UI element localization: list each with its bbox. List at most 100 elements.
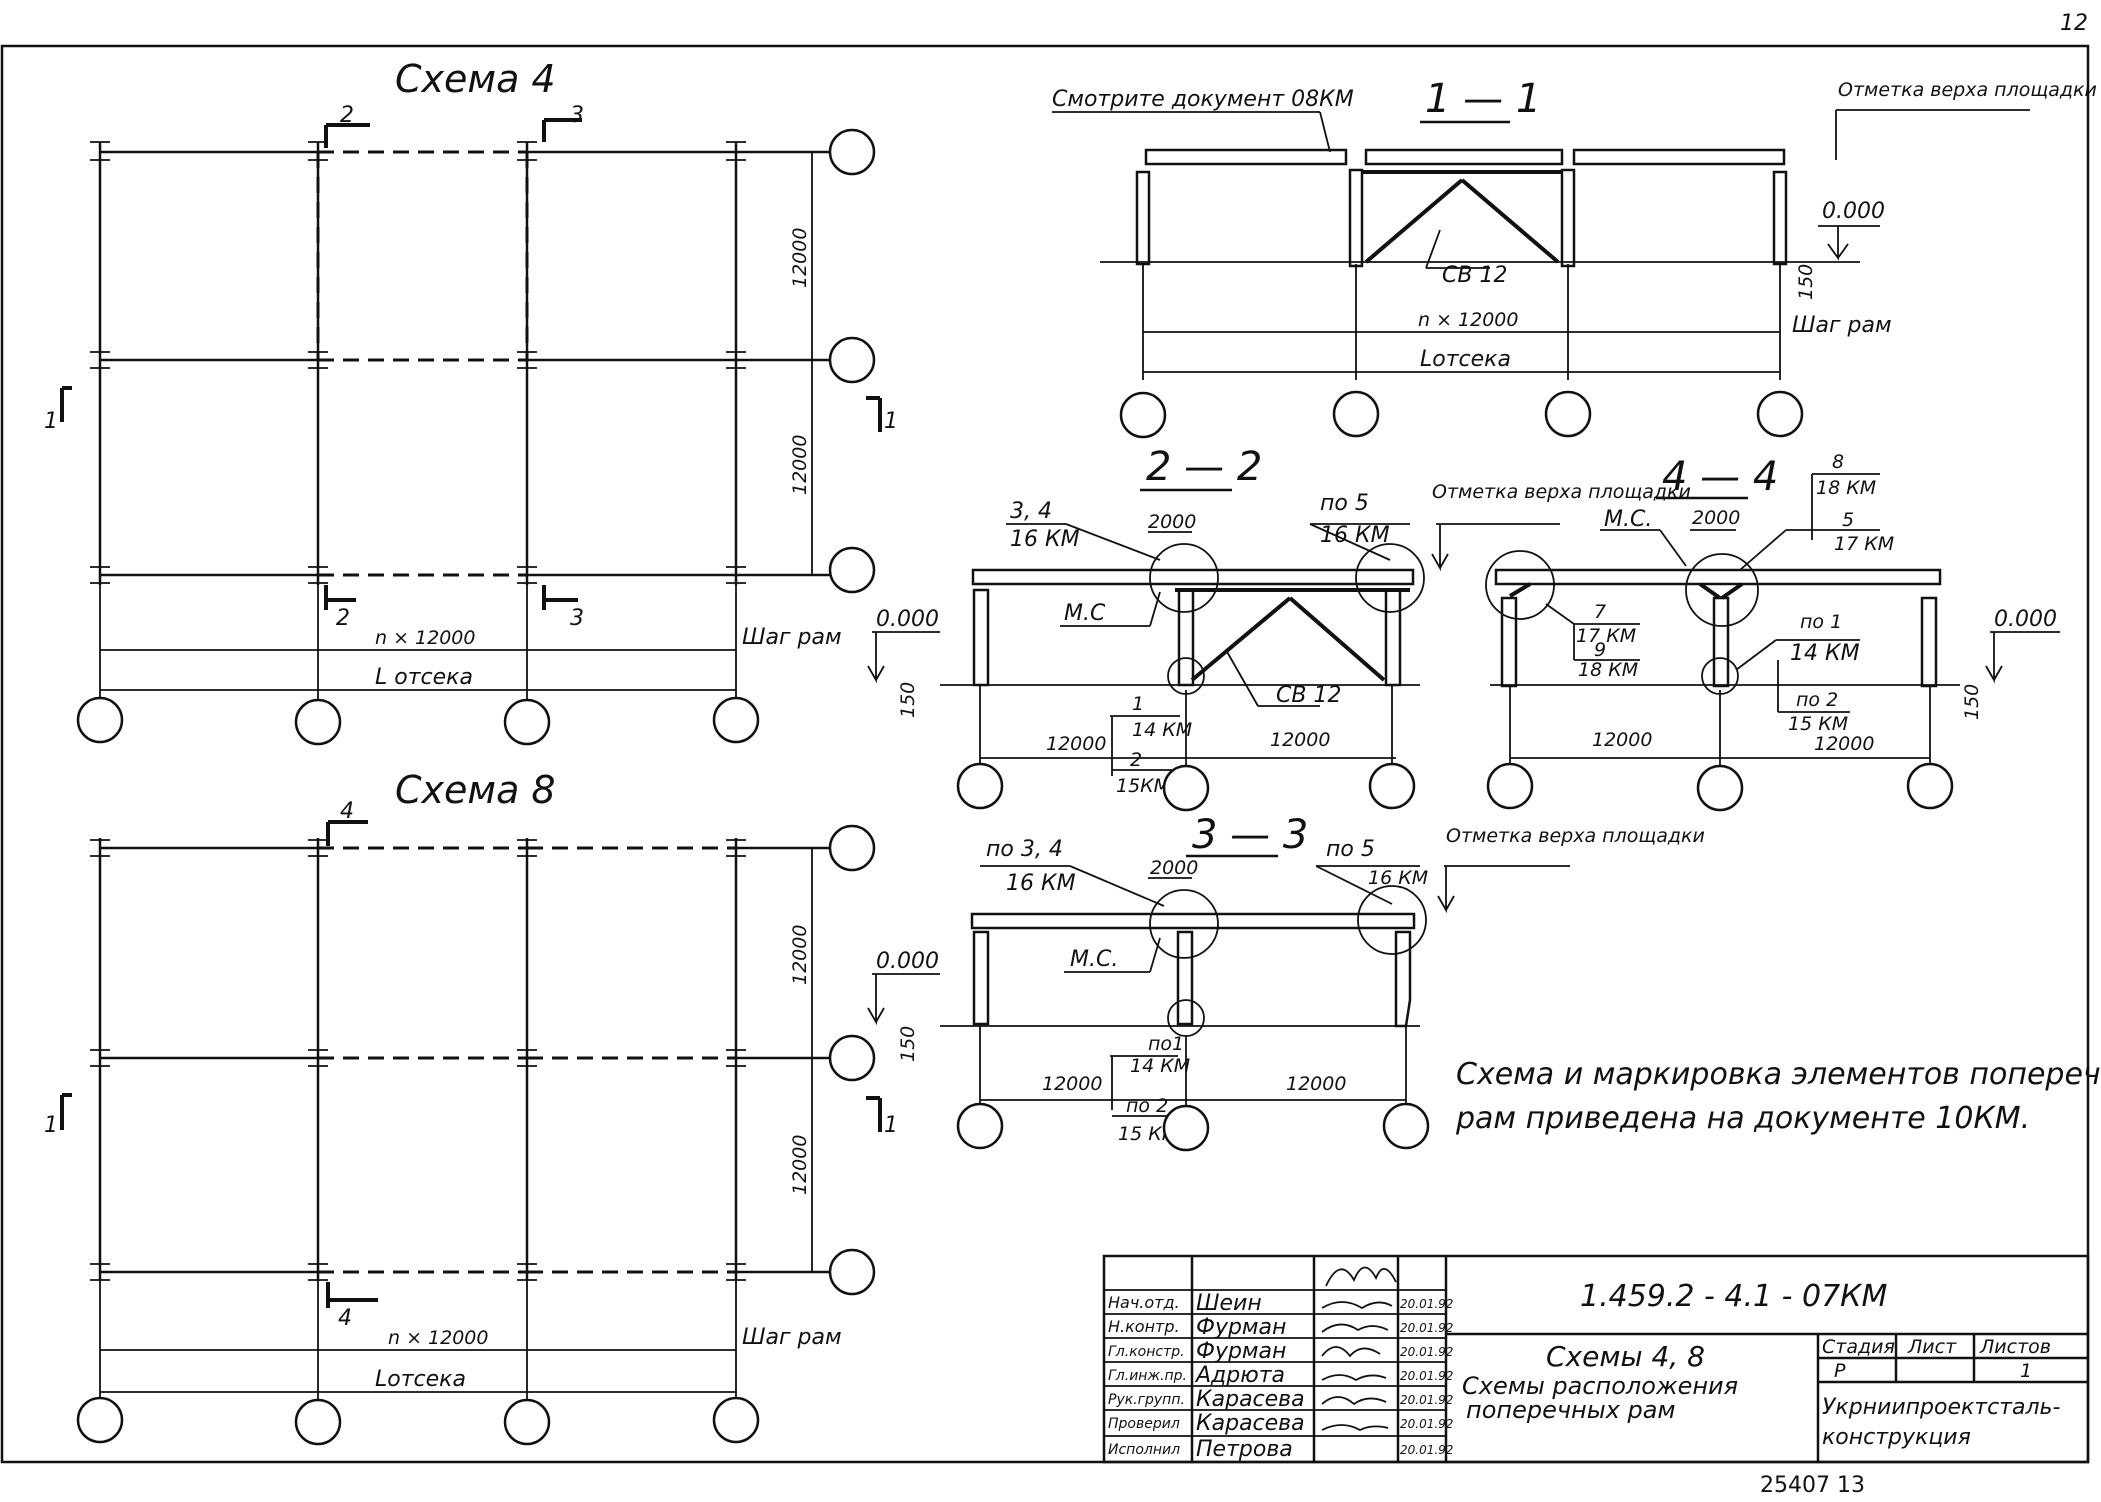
axis-bubble (1119, 391, 1167, 439)
tb-date-3: 20.01.92 (1400, 1369, 1453, 1383)
s33-callout-c-doc: 14 КМ (1130, 1055, 1190, 1077)
cut-mark-1-right: 1 (884, 409, 898, 434)
s22-callout-c-num: 1 (1132, 693, 1144, 715)
tb-date-5: 20.01.92 (1400, 1417, 1453, 1431)
axis-bubble (828, 128, 876, 176)
tb-date-0: 20.01.92 (1400, 1297, 1453, 1311)
tb-name-4: Карасева (1196, 1387, 1305, 1412)
tb-role-5: Проверил (1108, 1416, 1180, 1432)
note-line-2: рам приведена на документе 10КМ. (1455, 1101, 2030, 1136)
s22-callout-d-num: 2 (1130, 749, 1142, 771)
scheme4-dim-12000-b: 12000 (789, 435, 811, 495)
s33-callout-a-doc: 16 КМ (1006, 871, 1076, 896)
tb-date-6: 20.01.92 (1400, 1443, 1453, 1457)
cut-mark-2-bottom: 2 (336, 606, 350, 631)
tb-name-1: Фурман (1196, 1315, 1286, 1340)
signatures (1321, 1266, 1397, 1432)
s44-callout-a-doc: 18 КМ (1816, 477, 1876, 499)
axis-bubble (1332, 390, 1380, 438)
s22-callout-c-doc: 14 КМ (1132, 719, 1192, 741)
s44-callout-f-doc: 15 КМ (1788, 713, 1848, 735)
cut-mark-1-right-s8: 1 (884, 1113, 898, 1138)
section-3-3-title: 3 — 3 (1192, 812, 1308, 858)
scheme-4-plan: Схема 4 (44, 57, 898, 746)
cut-mark-2-top: 2 (340, 103, 354, 128)
scheme8-dim-12000-a: 12000 (789, 925, 811, 985)
axis-bubble (76, 696, 124, 744)
s22-callout-a-doc: 16 КМ (1010, 527, 1080, 552)
scheme4-n-dim: n × 12000 (375, 627, 475, 649)
axis-bubble (1162, 1104, 1210, 1152)
section-1-1-ref: Смотрите документ 08КМ (1052, 87, 1354, 112)
s33-level-top: Отметка верха площадки (1446, 825, 1705, 847)
s44-dim-2000: 2000 (1692, 507, 1740, 529)
tb-role-6: Исполнил (1108, 1442, 1180, 1458)
s44-callout-b-num: 5 (1842, 509, 1854, 531)
s22-span-b: 12000 (1270, 729, 1330, 751)
scheme4-step-label: Шаг рам (742, 625, 842, 650)
section-2-2-title: 2 — 2 (1146, 444, 1262, 490)
section-2-2: 2 — 2 3, 4 16 КМ 2000 по 5 16 КМ Отметка… (867, 444, 1691, 812)
axis-bubble (76, 1396, 124, 1444)
tb-code: 1.459.2 - 4.1 - 07КМ (1580, 1279, 1887, 1314)
scheme-8-plan: Схема 8 12000 (44, 768, 898, 1446)
section-1-1-level-top: Отметка верха площадки (1838, 79, 2097, 101)
s22-callout-b-num: по 5 (1320, 491, 1369, 516)
section-4-4: 4 — 4 М.С. 2000 8 18 КМ 5 17 КМ 7 17 КМ … (1485, 451, 2060, 812)
scheme-8-title: Схема 8 (395, 768, 556, 812)
sheet-number: 12 (2060, 11, 2088, 36)
axis-bubble (1162, 764, 1210, 812)
axis-bubble (1368, 762, 1416, 810)
s44-level-zero: 0.000 (1994, 607, 2057, 632)
tb-role-2: Гл.констр. (1108, 1344, 1185, 1360)
s44-span-b: 12000 (1814, 733, 1874, 755)
tb-title-1: Схемы 4, 8 (1546, 1340, 1705, 1373)
s33-callout-a-num: по 3, 4 (986, 837, 1063, 862)
cut-mark-1-left: 1 (44, 409, 58, 434)
axis-bubble (503, 1398, 551, 1446)
s22-dim-2000: 2000 (1148, 511, 1196, 533)
axis-bubble (712, 696, 760, 744)
archive-number: 25407 13 (1760, 1473, 1865, 1498)
scheme4-length-label: L отсека (375, 665, 473, 690)
s44-callout-c-num: 7 (1594, 601, 1606, 623)
s44-callout-b-doc: 17 КМ (1834, 533, 1894, 555)
cut-mark-3-bottom: 3 (570, 606, 584, 631)
s22-callout-d-doc: 15КМ (1116, 775, 1170, 797)
section-1-1-length: Lотсека (1420, 347, 1511, 372)
s33-dim150: 150 (897, 1026, 919, 1062)
axis-bubble (956, 1102, 1004, 1150)
tb-sheets-value: 1 (2020, 1360, 2032, 1382)
s22-mc: М.С (1064, 601, 1106, 626)
tb-name-2: Фурман (1196, 1339, 1286, 1364)
axis-bubble (294, 698, 342, 746)
s33-callout-b-doc: 16 КМ (1368, 867, 1428, 889)
tb-title-2: Схемы расположения (1462, 1372, 1738, 1400)
s22-level-zero: 0.000 (876, 607, 939, 632)
tb-name-3: Адрюта (1194, 1363, 1285, 1388)
section-1-1: 1 — 1 Смотрите документ 08КМ Отметка вер… (1052, 76, 2097, 439)
scheme8-n-dim: n × 12000 (388, 1327, 488, 1349)
tb-date-1: 20.01.92 (1400, 1321, 1453, 1335)
tb-role-1: Н.контр. (1108, 1317, 1180, 1336)
axis-bubble (503, 698, 551, 746)
tb-role-0: Нач.отд. (1108, 1293, 1180, 1312)
axis-bubble (828, 1248, 876, 1296)
tb-name-5: Карасева (1196, 1411, 1305, 1436)
tb-name-0: Шеин (1196, 1291, 1262, 1316)
s22-level-top: Отметка верха площадки (1432, 481, 1691, 503)
cut-mark-3-top: 3 (570, 103, 584, 128)
s33-callout-b-num: по 5 (1326, 837, 1375, 862)
tb-org-2: конструкция (1822, 1425, 1971, 1450)
scheme8-dim-12000-b: 12000 (789, 1135, 811, 1195)
tb-role-4: Рук.групп. (1108, 1392, 1185, 1408)
axis-bubble (1696, 764, 1744, 812)
s22-brace: СВ 12 (1276, 683, 1341, 708)
s33-dim-2000: 2000 (1150, 857, 1198, 879)
cut-mark-4-top: 4 (340, 799, 354, 824)
axis-bubble (1382, 1102, 1430, 1150)
tb-org-1: Укрниипроектсталь- (1822, 1395, 2061, 1420)
tb-date-4: 20.01.92 (1400, 1393, 1453, 1407)
s22-span-a: 12000 (1046, 733, 1106, 755)
